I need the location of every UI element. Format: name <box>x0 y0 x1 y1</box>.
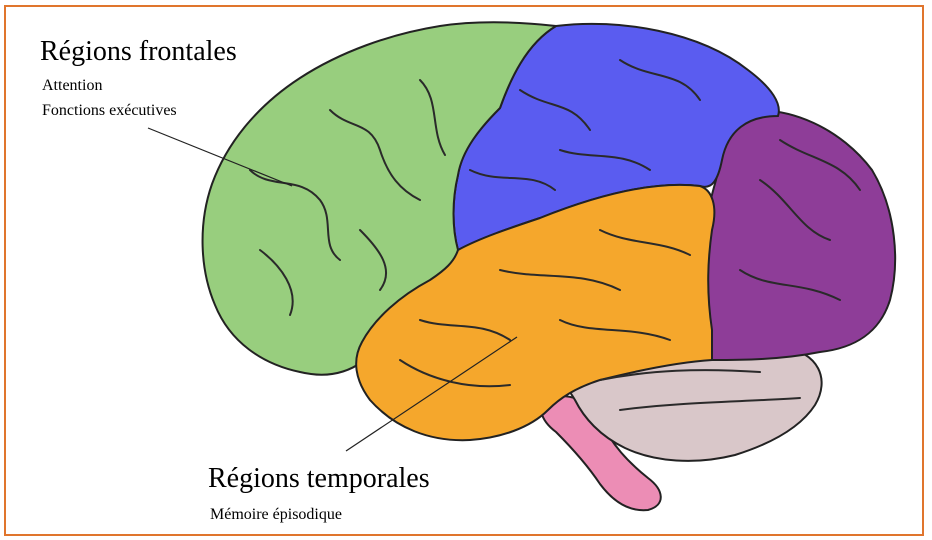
occipital-lobe <box>703 111 895 360</box>
temporal-regions-title: Régions temporales <box>208 465 430 493</box>
frontal-item-attention: Attention <box>42 78 102 94</box>
temporal-item-episodic-memory: Mémoire épisodique <box>210 507 342 523</box>
frontal-item-executive-functions: Fonctions exécutives <box>42 103 177 119</box>
frontal-regions-title: Régions frontales <box>40 38 237 66</box>
